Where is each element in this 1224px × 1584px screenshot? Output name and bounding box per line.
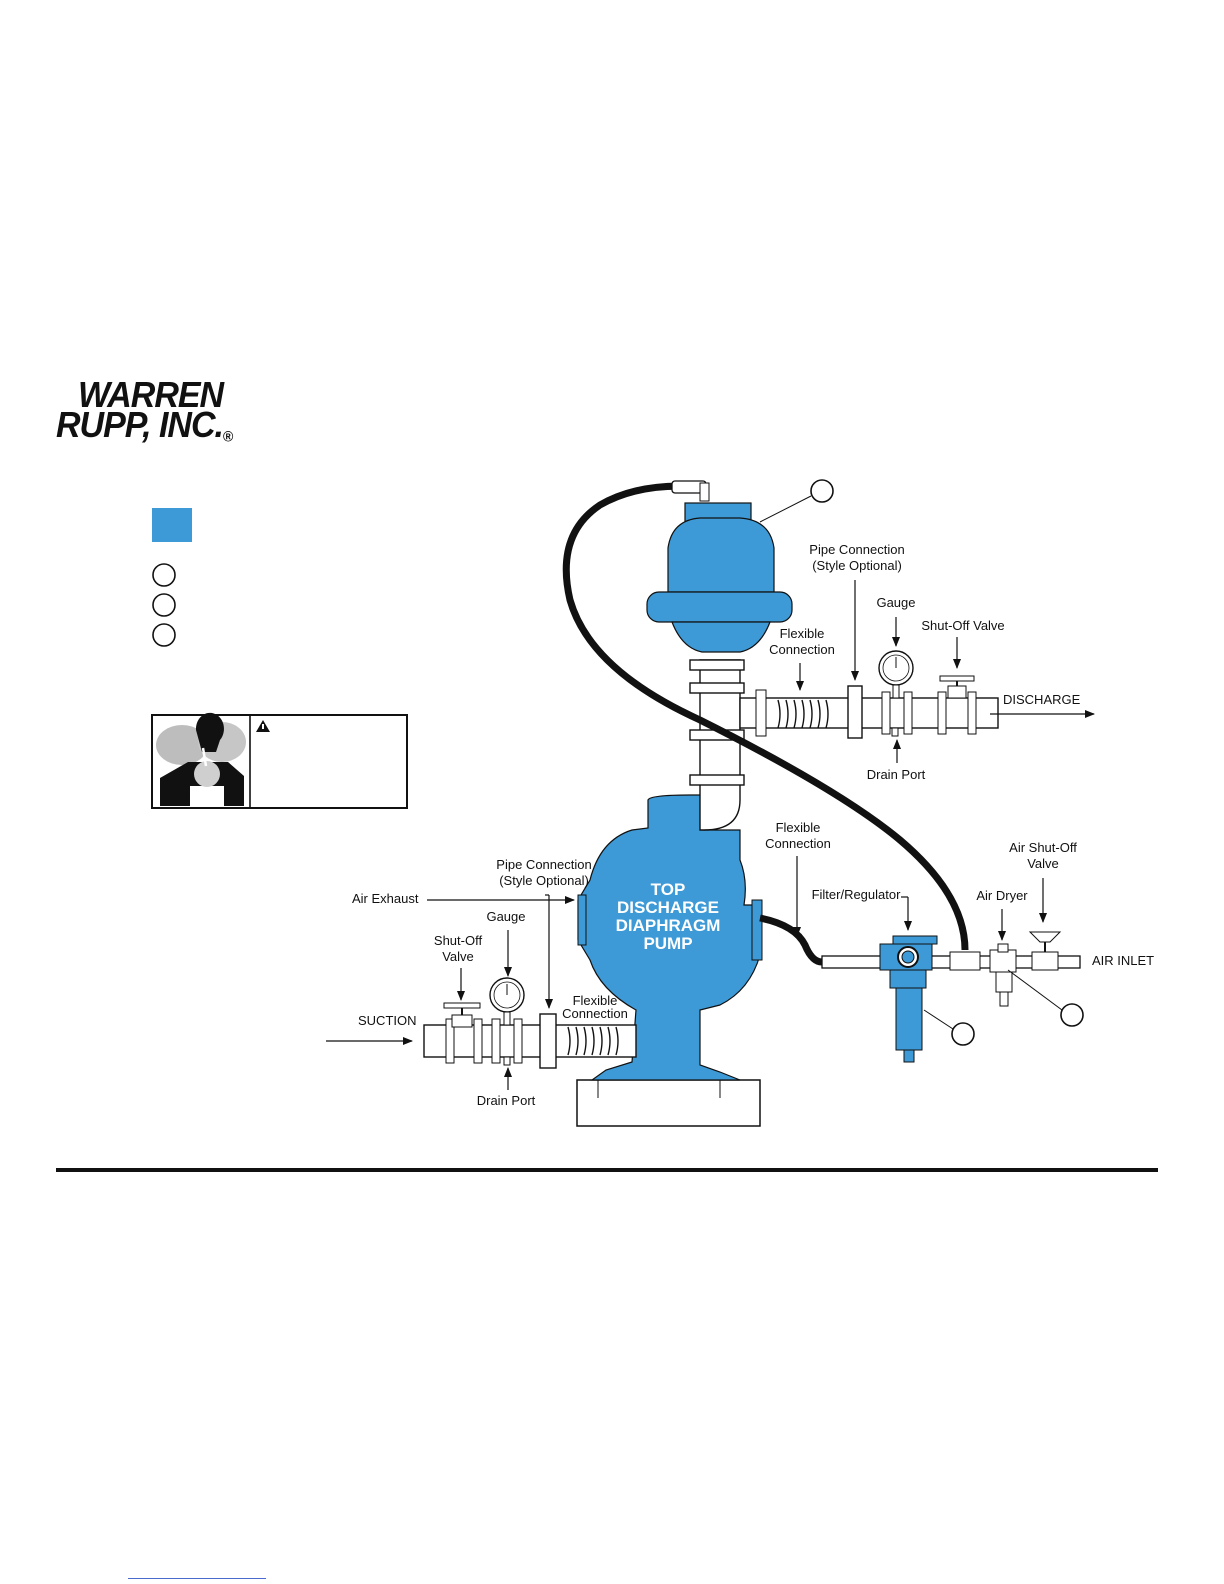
label-air-exhaust: Air Exhaust	[352, 891, 419, 906]
label-pipe-connection-top-2: (Style Optional)	[812, 558, 902, 573]
legend-callout-circle-2	[152, 593, 176, 617]
label-flexible-left-2: Connection	[562, 1006, 628, 1021]
label-drain-port-left: Drain Port	[477, 1093, 536, 1108]
label-flexible-top-2: Connection	[769, 642, 835, 657]
warren-rupp-logo: WARREN RUPP, INC.®	[56, 375, 286, 445]
suction-line	[423, 977, 637, 1069]
label-air-shutoff-1: Air Shut-Off	[1009, 840, 1077, 855]
label-shutoff-left-1: Shut-Off	[434, 933, 483, 948]
gauge-top-icon	[878, 650, 914, 699]
pump-label-line-1: TOP	[651, 880, 686, 899]
label-filter-regulator: Filter/Regulator	[812, 887, 902, 902]
discharge-line	[739, 650, 999, 739]
air-shutoff-valve-icon	[1028, 931, 1062, 971]
label-flexible-left-1: Flexible	[573, 993, 618, 1008]
flexible-connection-left	[567, 1026, 619, 1056]
label-suction: SUCTION	[358, 1013, 417, 1028]
label-shutoff-left-2: Valve	[442, 949, 474, 964]
callout-circle-surge	[810, 479, 834, 503]
horizontal-rule	[56, 1168, 1158, 1172]
label-pipe-connection-top-1: Pipe Connection	[809, 542, 904, 557]
flexible-connection-top	[777, 699, 829, 729]
surge-suppressor	[646, 502, 793, 653]
logo-line-2: RUPP, INC.	[56, 405, 224, 446]
footer-link-underline[interactable]	[128, 1578, 266, 1579]
label-discharge: DISCHARGE	[1003, 692, 1081, 707]
label-flexible-mid-2: Connection	[765, 836, 831, 851]
warning-box	[151, 712, 408, 809]
label-flexible-mid-1: Flexible	[776, 820, 821, 835]
label-air-shutoff-2: Valve	[1027, 856, 1059, 871]
shutoff-valve-top-icon	[939, 675, 975, 699]
shutoff-valve-left-icon	[443, 1002, 481, 1028]
registered-mark: ®	[222, 427, 233, 445]
label-drain-port-top: Drain Port	[867, 767, 926, 782]
label-gauge-top: Gauge	[876, 595, 915, 610]
label-pipe-connection-left-2: (Style Optional)	[499, 873, 589, 888]
diaphragm-pump: TOP DISCHARGE DIAPHRAGM PUMP	[577, 794, 763, 1081]
legend-callout-circle-1	[152, 563, 176, 587]
label-shutoff-valve-top: Shut-Off Valve	[921, 618, 1004, 633]
label-air-inlet: AIR INLET	[1092, 953, 1154, 968]
legend-callout-circle-3	[152, 623, 176, 647]
discharge-riser	[689, 659, 745, 831]
respiratory-hazard-icon	[156, 712, 246, 806]
label-pipe-connection-left-1: Pipe Connection	[496, 857, 591, 872]
air-hose	[562, 482, 969, 951]
label-flexible-top-1: Flexible	[780, 626, 825, 641]
gauge-left-icon	[489, 977, 525, 1026]
pump-label-line-3: DIAPHRAGM	[616, 916, 721, 935]
filter-regulator-icon	[879, 935, 938, 1063]
pump-label-line-4: PUMP	[643, 934, 692, 953]
label-gauge-left: Gauge	[486, 909, 525, 924]
air-supply-line	[759, 914, 1081, 1063]
leader-lines	[326, 580, 1095, 1090]
callout-circle-dryer	[1060, 1003, 1084, 1027]
pump-base-pedestal	[576, 1079, 761, 1127]
air-dryer-icon	[989, 943, 1017, 1007]
label-air-dryer: Air Dryer	[976, 888, 1028, 903]
callout-circle-filter	[951, 1022, 975, 1046]
logo-line-1: WARREN	[78, 375, 224, 416]
pump-label-line-2: DISCHARGE	[617, 898, 719, 917]
legend-blue-swatch	[152, 508, 192, 542]
